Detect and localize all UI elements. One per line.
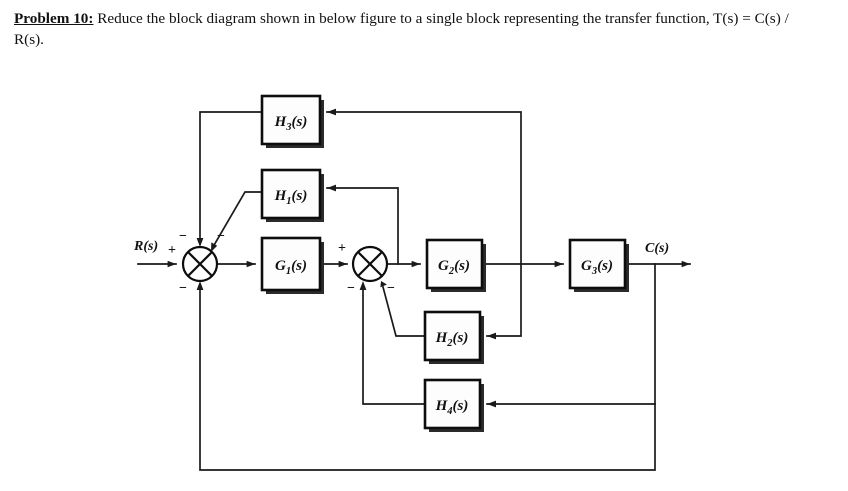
wire-outer-feedback-to-sum1 bbox=[199, 287, 656, 471]
problem-statement: Problem 10: Reduce the block diagram sho… bbox=[14, 8, 814, 50]
wire-h3-input bbox=[326, 111, 522, 265]
wire-h2-input bbox=[486, 263, 522, 337]
block-h3-label: H3(s) bbox=[274, 114, 308, 133]
problem-text: Reduce the block diagram shown in below … bbox=[14, 10, 789, 48]
sum2-sign-left: + bbox=[338, 241, 346, 256]
output-signal-label: C(s) bbox=[645, 241, 669, 256]
wire-h4-output-to-sum2 bbox=[362, 287, 426, 405]
block-g3-label: G3(s) bbox=[581, 258, 613, 277]
block-g2[interactable]: G2(s) bbox=[425, 238, 486, 292]
wire-h1-output-to-sum1 bbox=[211, 191, 263, 249]
arrow-h2-to-sum2 bbox=[380, 281, 387, 288]
arrow-h1-to-sum1 bbox=[211, 242, 218, 252]
summing-junction-1[interactable]: + − − − bbox=[168, 229, 225, 296]
arrow-h2-input bbox=[487, 332, 496, 340]
wire-h1-input bbox=[326, 187, 399, 265]
block-h2-label: H2(s) bbox=[435, 330, 469, 349]
arrow-h3-to-sum1 bbox=[196, 238, 204, 247]
sum1-sign-bottom: − bbox=[179, 281, 187, 296]
block-g1-label: G1(s) bbox=[275, 258, 307, 277]
arrow-h1-input bbox=[327, 184, 336, 192]
feedback-path-h1 bbox=[211, 184, 399, 265]
block-h3[interactable]: H3(s) bbox=[260, 94, 324, 148]
sum2-sign-diagonal: − bbox=[387, 281, 395, 296]
block-g2-label: G2(s) bbox=[438, 258, 470, 277]
block-h4-label: H4(s) bbox=[435, 398, 469, 417]
feedback-path-outer-unity bbox=[196, 281, 656, 471]
block-h4[interactable]: H4(s) bbox=[423, 378, 484, 432]
wire-h2-output-to-sum2 bbox=[381, 285, 426, 337]
block-g1[interactable]: G1(s) bbox=[260, 236, 324, 294]
arrow-h4-input bbox=[487, 400, 496, 408]
summing-junction-2[interactable]: + − − bbox=[338, 241, 395, 296]
arrow-outer-to-sum1 bbox=[196, 281, 204, 290]
block-h1[interactable]: H1(s) bbox=[260, 168, 324, 222]
block-h2[interactable]: H2(s) bbox=[423, 310, 484, 364]
sum1-sign-top: − bbox=[179, 229, 187, 244]
sum1-sign-diagonal: − bbox=[217, 229, 225, 244]
sum2-sign-bottom: − bbox=[347, 281, 355, 296]
sum1-sign-left: + bbox=[168, 243, 176, 258]
block-g3[interactable]: G3(s) bbox=[568, 238, 629, 292]
feedback-path-h2 bbox=[380, 263, 522, 340]
arrow-h3-input bbox=[327, 108, 336, 116]
problem-number-label: Problem 10: bbox=[14, 10, 94, 27]
feedback-path-h3 bbox=[196, 108, 522, 265]
input-signal-label: R(s) bbox=[133, 239, 158, 254]
block-h1-label: H1(s) bbox=[274, 188, 308, 207]
wire-h3-output-to-sum1 bbox=[199, 111, 263, 241]
arrow-h4-to-sum2 bbox=[359, 281, 367, 290]
